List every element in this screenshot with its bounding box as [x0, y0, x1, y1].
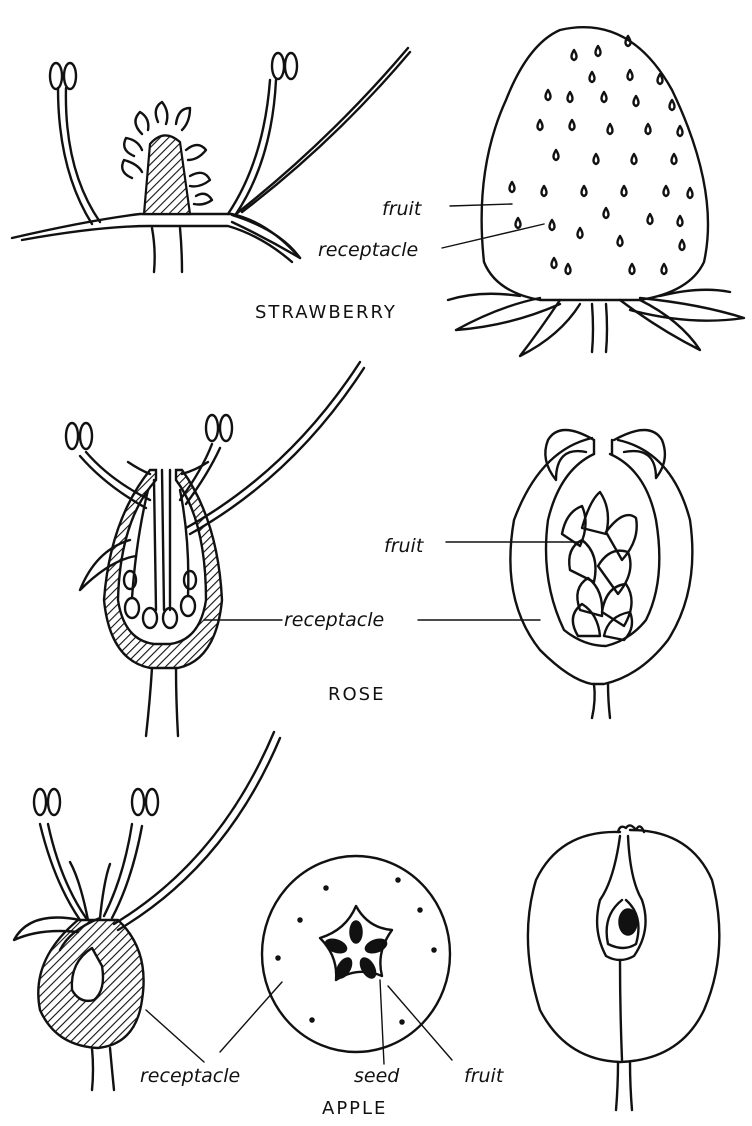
apple-cross-section: receptacle seed fruit APPLE [140, 856, 505, 1119]
rose-receptacle-label: receptacle [284, 609, 384, 631]
strawberry-receptacle-label: receptacle [318, 239, 418, 261]
apple-longitudinal-section [528, 825, 719, 1110]
apple-fruit-label: fruit [464, 1065, 505, 1087]
apple-flower-section [14, 732, 280, 1090]
strawberry-title: STRAWBERRY [255, 302, 397, 323]
strawberry-carpel-cone [144, 135, 190, 214]
strawberry-flower-section: STRAWBERRY [12, 48, 410, 323]
rose-flower-section: receptacle ROSE [66, 362, 540, 736]
rose-hip-fruit-drawing: fruit [384, 430, 692, 718]
rose-fruit-label: fruit [384, 535, 425, 557]
apple-receptacle-label: receptacle [140, 1065, 240, 1087]
strawberry-fruit-label: fruit [382, 198, 423, 220]
rose-title: ROSE [328, 684, 385, 705]
apple-seed-label: seed [354, 1065, 400, 1087]
apple-title: APPLE [322, 1098, 387, 1119]
